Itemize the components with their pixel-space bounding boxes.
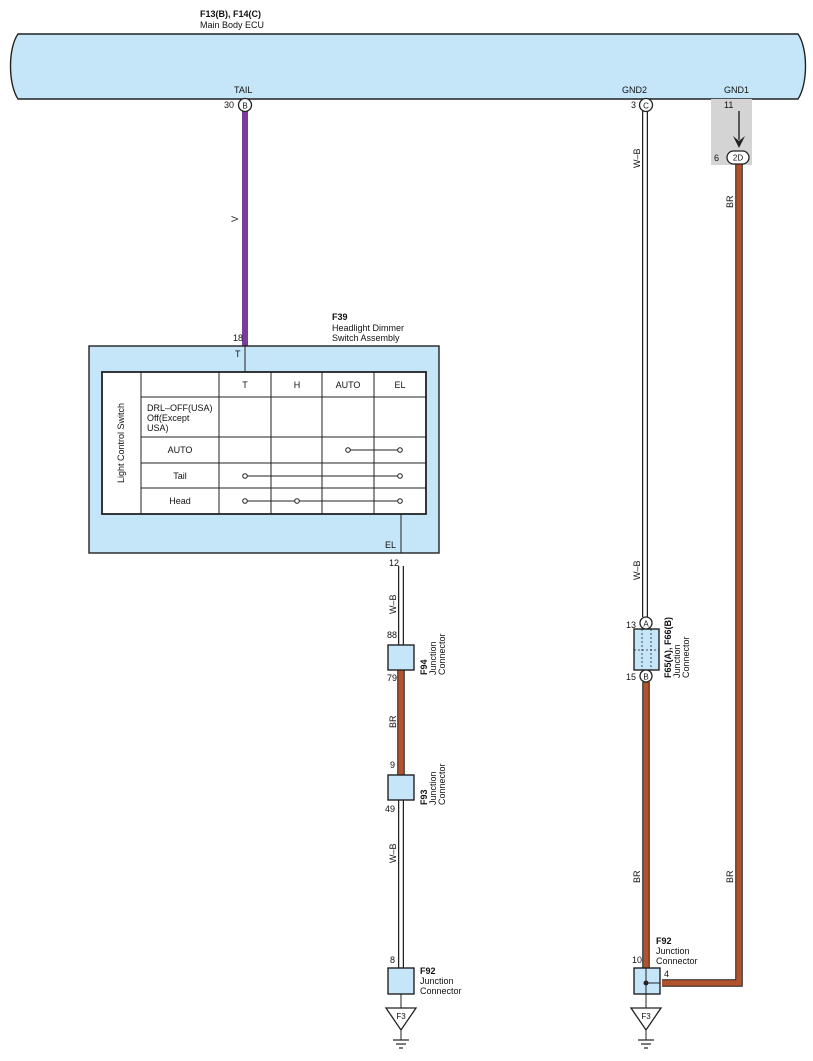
pin-gnd2-num: 3 <box>631 100 636 110</box>
f92-right-internal-join <box>643 968 660 994</box>
light-control-switch-table: Light Control Switch T H AUTO EL DRL–OFF… <box>101 371 427 515</box>
f65-pin-bottom: 15 <box>626 672 636 682</box>
contact-head <box>242 498 403 504</box>
contact-auto <box>345 447 403 453</box>
f92-left-code: F92 <box>420 966 436 976</box>
f92-right-name-2: Connector <box>656 956 698 966</box>
pin-label-tail: TAIL <box>234 85 252 95</box>
f65-pin-b-connector[interactable]: B <box>639 669 653 683</box>
switch-pin-in-num: 18 <box>233 333 243 343</box>
wire-code-v: V <box>230 216 240 222</box>
pin-label-gnd1: GND1 <box>724 85 749 95</box>
pin-gnd1-num: 11 <box>724 100 733 110</box>
gnd1-arrow-icon <box>733 111 745 148</box>
f94-code: F94 <box>419 659 429 675</box>
ground-right-icon[interactable]: F3 <box>629 1007 663 1049</box>
contact-tail <box>242 473 403 479</box>
f94-name-2: Connector <box>437 633 447 675</box>
f65-junction-connector[interactable] <box>633 628 660 671</box>
f92-left-name-1: Junction <box>420 976 454 986</box>
row-drl-off-2: Off(Except <box>147 413 190 423</box>
f94-name-1: Junction <box>428 641 438 675</box>
wire-code-br-f65: BR <box>632 870 642 883</box>
wire-code-wb-gnd2-bottom: W–B <box>632 560 642 580</box>
f94-junction-connector[interactable] <box>387 644 415 671</box>
pin-gnd2-conn: C <box>643 102 649 111</box>
ground-right-label: F3 <box>641 1012 651 1021</box>
row-auto: AUTO <box>168 445 193 455</box>
wire-code-br-gnd1-top: BR <box>725 195 735 208</box>
wire-code-wb-f93: W–B <box>388 843 398 863</box>
f93-pin-bottom: 49 <box>385 804 395 814</box>
wire-code-br-f94: BR <box>388 715 398 728</box>
f93-code: F93 <box>419 789 429 805</box>
f92-left-pin: 8 <box>390 955 395 965</box>
pin-tail-connector[interactable]: B 30 <box>224 97 253 113</box>
pin-tail-num: 30 <box>224 100 234 110</box>
pin-gnd1-conn: 2D <box>733 154 743 163</box>
switch-name-1: Headlight Dimmer <box>332 323 404 333</box>
col-h: H <box>294 380 301 390</box>
f92-right-pin-b: 4 <box>664 969 669 979</box>
row-drl-off-3: USA) <box>147 423 169 433</box>
main-body-ecu-bar[interactable] <box>9 33 807 100</box>
wire-code-br-gnd1-bottom: BR <box>725 870 735 883</box>
f93-name-2: Connector <box>437 763 447 805</box>
f65-pin-top-conn: A <box>643 620 649 629</box>
switch-pin-out-label: EL <box>385 540 396 550</box>
col-el: EL <box>394 380 405 390</box>
f93-pin-top: 9 <box>390 760 395 770</box>
f93-junction-connector[interactable] <box>387 774 415 801</box>
f65-code: F65(A), F66(B) <box>663 617 673 678</box>
f94-pin-top: 88 <box>387 630 397 640</box>
f65-internal-bus <box>634 629 659 670</box>
f92-right-code: F92 <box>656 936 672 946</box>
f65-pin-top: 13 <box>626 620 636 630</box>
f92-right-pin-a: 10 <box>632 955 642 965</box>
row-tail: Tail <box>173 471 187 481</box>
f65-pin-bottom-conn: B <box>643 673 648 682</box>
f92-left-junction-connector[interactable] <box>387 967 415 995</box>
wire-code-wb-gnd2-top: W–B <box>632 148 642 168</box>
switch-pin-out-num: 12 <box>389 558 399 568</box>
f92-right-name-1: Junction <box>656 946 690 956</box>
switch-name-2: Switch Assembly <box>332 333 400 343</box>
wire-code-wb-switch: W–B <box>388 594 398 614</box>
f94-pin-bottom: 79 <box>387 673 397 683</box>
ecu-codes: F13(B), F14(C) <box>200 9 261 19</box>
col-auto: AUTO <box>336 380 361 390</box>
wire-brown-gnd1[interactable] <box>662 164 743 987</box>
f92-left-name-2: Connector <box>420 986 462 996</box>
f92-right-junction-connector[interactable] <box>633 967 661 995</box>
pin-gnd1-conn-num: 6 <box>714 153 719 163</box>
switch-code: F39 <box>332 312 348 322</box>
f65-name-1: Junction <box>672 644 682 678</box>
pin-gnd1-connector[interactable]: 2D 6 <box>714 150 750 165</box>
f65-pin-a-connector[interactable]: A <box>639 616 653 630</box>
pin-label-gnd2: GND2 <box>622 85 647 95</box>
ecu-name: Main Body ECU <box>200 20 264 30</box>
table-title: Light Control Switch <box>116 403 126 483</box>
row-drl-off-1: DRL–OFF(USA) <box>147 403 213 413</box>
switch-pin-in-label: T <box>235 349 241 359</box>
pin-gnd2-connector[interactable]: C 3 <box>631 97 654 113</box>
pin-tail-conn: B <box>242 102 247 111</box>
col-t: T <box>242 380 248 390</box>
ground-left-icon[interactable]: F3 <box>384 1007 418 1049</box>
f65-name-2: Connector <box>681 636 691 678</box>
ground-left-label: F3 <box>396 1012 406 1021</box>
f93-name-1: Junction <box>428 771 438 805</box>
row-head: Head <box>169 496 191 506</box>
